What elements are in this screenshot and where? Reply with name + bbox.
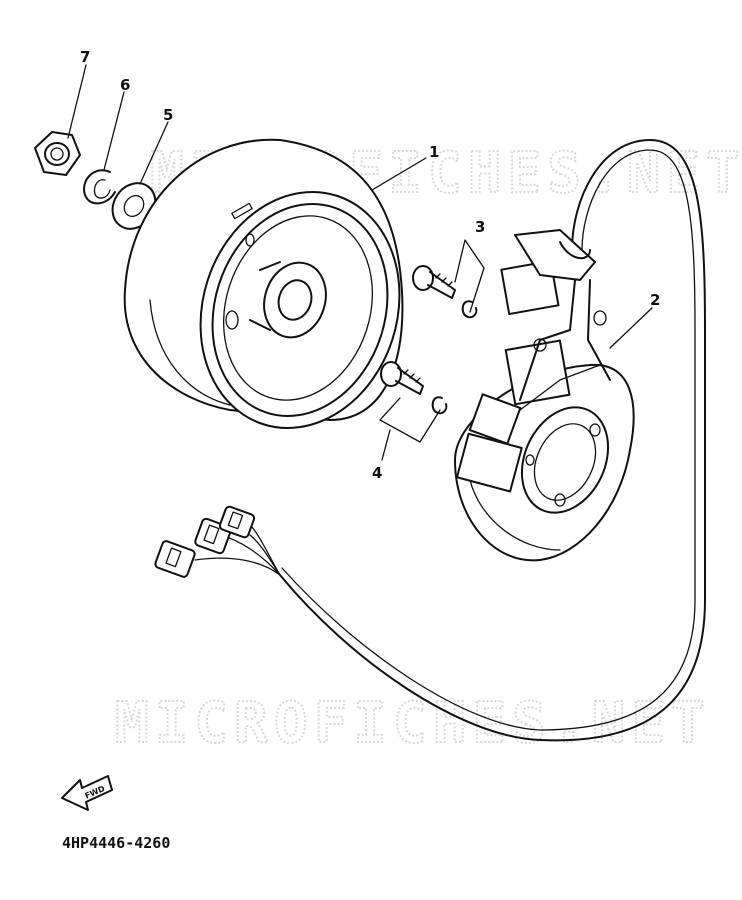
part-code: 4HP4446-4260 [62,834,170,852]
part-6-lock-washer [83,169,116,205]
part-7-nut [34,131,81,176]
part-2-stator [454,229,635,562]
callout-2: 2 [650,291,660,309]
stator-wire-harness-inner [281,149,696,731]
callout-5: 5 [163,106,173,124]
part-4-screw [379,361,448,461]
stator-wire-harness [279,139,706,742]
part-3-screw [412,239,485,319]
wire-connector-a [154,540,196,578]
callout-6: 6 [120,76,130,94]
leader-6 [103,91,125,171]
callout-1: 1 [429,143,439,161]
leader-5 [139,121,169,185]
leader-1 [371,157,427,191]
part-1-rotor [123,138,404,429]
fwd-arrow-icon: FWD [61,775,113,811]
watermark-bottom: MICROFICHES.NET [115,691,711,756]
wire-connector-c [218,505,256,539]
callout-4: 4 [372,464,382,482]
leader-7 [67,64,87,139]
leader-2 [609,307,653,349]
callout-7: 7 [80,48,90,66]
wire-lead-4 [249,534,281,576]
wire-lead-1 [194,557,281,576]
callout-3: 3 [475,218,485,236]
